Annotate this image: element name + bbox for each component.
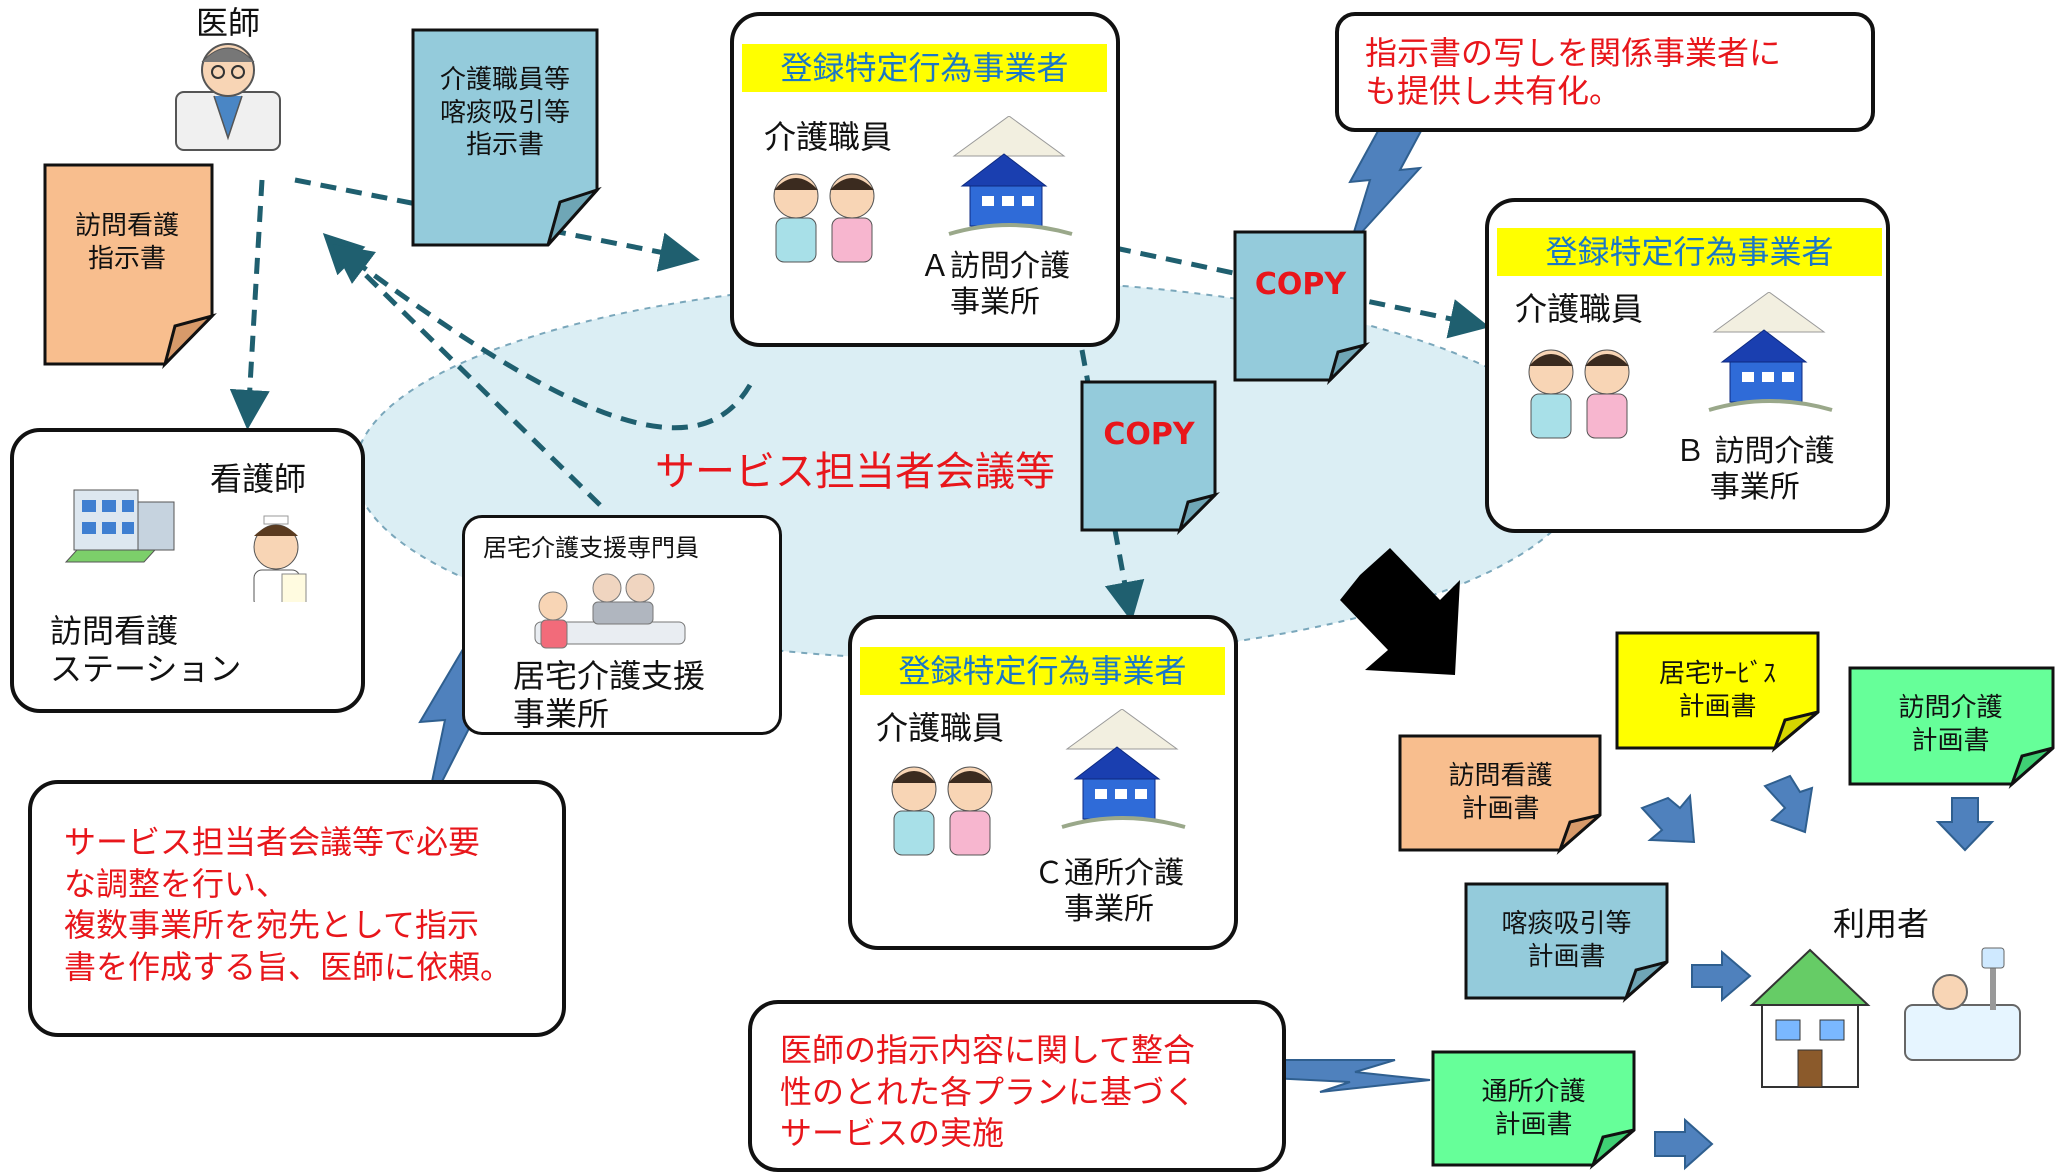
nursing-station-box: 看護師 訪問看護 ステーション	[10, 428, 365, 713]
callout-copy-share-text: 指示書の写しを関係事業者に も提供し共有化。	[1365, 34, 1782, 111]
user-label: 利用者	[1833, 905, 1930, 943]
arrow-doctor-to-provider-a	[294, 177, 700, 272]
arrow-doctor-to-station	[229, 179, 270, 430]
station-illustration	[64, 489, 307, 602]
provider-b-header: 登録特定行為事業者	[1497, 228, 1882, 276]
arrow-meeting-to-doctor	[331, 244, 753, 431]
care-manager-title: 居宅介護支援専門員	[483, 534, 699, 562]
care-manager-illustration	[534, 573, 686, 649]
provider-c-box: 登録特定行為事業者 介護職員 Ｃ通所介護 事業所	[848, 615, 1238, 950]
provider-c-staff: 介護職員	[876, 709, 1005, 747]
bolt-implementation	[1267, 1059, 1431, 1093]
provider-b-box: 登録特定行為事業者 介護職員 Ｂ 訪問介護 事業所	[1485, 198, 1890, 533]
nurse-label: 看護師	[210, 460, 307, 498]
station-name: 訪問看護 ステーション	[50, 612, 242, 689]
provider-c-name: Ｃ通所介護 事業所	[1034, 856, 1184, 927]
arrow-care-manager-to-doctor	[322, 232, 602, 507]
nursing-plan-text: 訪問看護 計画書	[1448, 761, 1553, 824]
provider-b-name: Ｂ 訪問介護 事業所	[1675, 434, 1835, 505]
office-house-icon	[1708, 292, 1833, 412]
day-care-plan-text: 通所介護 計画書	[1481, 1077, 1586, 1140]
arrow-day-care-to-user	[1654, 1117, 1714, 1171]
arrow-suction-to-user	[1691, 949, 1752, 1003]
callout-request-text: サービス担当者会議等で必要 な調整を行い、 複数事業所を宛先として指示 書を作成…	[64, 823, 513, 986]
provider-c-illustration	[891, 709, 1186, 856]
care-manager-box: 居宅介護支援専門員 居宅介護支援 事業所	[462, 515, 782, 735]
provider-a-header: 登録特定行為事業者	[742, 44, 1107, 92]
doc-shapes	[43, 28, 2055, 1170]
staff-instruction-text: 介護職員等 喀痰吸引等 指示書	[439, 65, 570, 160]
callout-copy-share: 指示書の写しを関係事業者に も提供し共有化。	[1335, 12, 1875, 132]
arrow-home-service-to-user	[1763, 774, 1814, 834]
callout-request: サービス担当者会議等で必要 な調整を行い、 複数事業所を宛先として指示 書を作成…	[28, 780, 566, 1037]
doctor-label: 医師	[196, 4, 261, 42]
doctor-icon	[175, 43, 281, 151]
copy-text-2: COPY	[1103, 417, 1195, 452]
provider-b-staff: 介護職員	[1515, 290, 1644, 328]
suction-plan-text: 喀痰吸引等 計画書	[1501, 909, 1632, 972]
care-worker-icons	[891, 766, 993, 856]
home-service-plan-text: 居宅ｻｰﾋﾞｽ 計画書	[1658, 659, 1776, 722]
nursing-instruction-text: 訪問看護 指示書	[74, 211, 179, 274]
provider-a-name: Ａ訪問介護 事業所	[920, 249, 1070, 320]
arrow-nursing-plan-to-user	[1640, 793, 1696, 844]
consultation-icon	[534, 573, 686, 649]
office-house-icon	[1061, 709, 1186, 829]
provider-b-illustration	[1528, 292, 1833, 439]
care-worker-icons	[1528, 349, 1630, 439]
callout-implementation: 医師の指示内容に関して整合 性のとれた各プランに基づく サービスの実施	[748, 1000, 1286, 1172]
provider-a-box: 登録特定行為事業者 介護職員 Ａ訪問介護 事業所	[730, 12, 1120, 347]
provider-a-illustration	[773, 116, 1073, 263]
patient-bed-icon	[1904, 947, 2021, 1061]
care-manager-office: 居宅介護支援 事業所	[513, 657, 706, 734]
home-care-plan-text: 訪問介護 計画書	[1898, 693, 2003, 756]
office-house-icon	[948, 116, 1073, 236]
copy-text-1: COPY	[1254, 267, 1347, 302]
user-house-icon	[1749, 948, 1871, 1088]
arrow-home-care-to-user	[1935, 797, 1995, 852]
arrow-to-plans	[1340, 548, 1460, 675]
provider-a-staff: 介護職員	[764, 118, 893, 156]
provider-c-header: 登録特定行為事業者	[860, 647, 1225, 695]
callout-implementation-text: 医師の指示内容に関して整合 性のとれた各プランに基づく サービスの実施	[780, 1031, 1197, 1153]
care-worker-icons	[773, 173, 875, 263]
nurse-icon	[253, 515, 307, 602]
meeting-label: サービス担当者会議等	[655, 449, 1055, 495]
station-building-icon	[64, 489, 175, 563]
